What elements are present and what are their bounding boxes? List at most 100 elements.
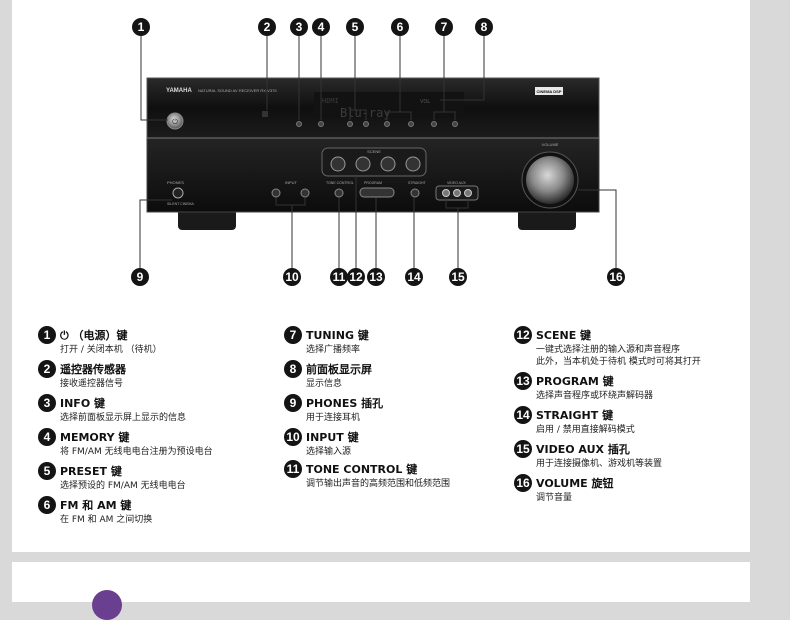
legend-title: TONE CONTROL 键 — [306, 463, 418, 476]
callout-10: 10 — [283, 268, 301, 286]
legend-num: 15 — [514, 440, 532, 458]
callout-6: 6 — [391, 18, 409, 36]
legend-num: 8 — [284, 360, 302, 378]
callout-8: 8 — [475, 18, 493, 36]
scene-button-2 — [355, 156, 371, 172]
legend-item-9: 9 PHONES 插孔 用于连接耳机 — [284, 394, 524, 424]
legend-item-3: 3 INFO 键 选择前面板显示屏上显示的信息 — [38, 394, 278, 424]
legend-desc: 选择预设的 FM/AM 无线电电台 — [60, 481, 186, 491]
cinema-badge — [535, 87, 563, 95]
legend-desc: 接收遥控器信号 — [60, 379, 124, 389]
legend-item-11: 11 TONE CONTROL 键 调节输出声音的高频范围和低频范围 — [284, 460, 524, 490]
legend-num: 1 — [38, 326, 56, 344]
legend-num: 6 — [38, 496, 56, 514]
legend-desc: 一键式选择注册的输入源和声音程序 — [536, 345, 681, 355]
display-main: Blu-ray — [340, 106, 391, 120]
legend-num: 12 — [514, 326, 532, 344]
model-text: NATURAL SOUND AV RECEIVER RX-V375 — [198, 88, 277, 93]
legend-desc: 用于连接耳机 — [306, 413, 361, 423]
brand-text: YAMAHA — [166, 88, 192, 94]
foot-left — [178, 208, 236, 230]
legend-title: VOLUME 旋钮 — [536, 477, 614, 490]
power-knob — [166, 112, 184, 130]
legend-title: PROGRAM 键 — [536, 375, 614, 388]
front-display — [314, 92, 464, 118]
legend-title: INFO 键 — [60, 397, 105, 410]
am-button — [408, 121, 414, 127]
legend-desc: 启用 / 禁用直接解码模式 — [536, 425, 635, 435]
receiver-illustration: ⏻ YAMAHA NATURAL SOUND AV RECEIVER RX-V3… — [139, 36, 617, 268]
legend-item-6: 6 FM 和 AM 键 在 FM 和 AM 之间切换 — [38, 496, 278, 526]
tuning-left-button — [431, 121, 437, 127]
fm-button — [384, 121, 390, 127]
legend-item-14: 14 STRAIGHT 键 启用 / 禁用直接解码模式 — [514, 406, 754, 436]
legend-item-8: 8 前面板显示屏 显示信息 — [284, 360, 524, 390]
legend-title: FM 和 AM 键 — [60, 499, 132, 512]
legend-item-1: 1 ⏻ （电源）键 打开 / 关闭本机 （待机） — [38, 326, 278, 356]
callout-12: 12 — [347, 268, 365, 286]
memory-button — [318, 121, 324, 127]
input-right-button — [300, 188, 310, 198]
video-aux-jack-3 — [464, 189, 472, 197]
legend-title: MEMORY 键 — [60, 431, 130, 444]
phones-sub: SILENT CINEMA — [167, 202, 194, 206]
legend-desc: 选择广播频率 — [306, 345, 361, 355]
foot-right — [518, 208, 576, 230]
legend-item-5: 5 PRESET 键 选择预设的 FM/AM 无线电电台 — [38, 462, 278, 492]
legend-num: 7 — [284, 326, 302, 344]
legend-desc: 打开 / 关闭本机 （待机） — [60, 345, 162, 355]
legend-desc: 用于连接摄像机、游戏机等装置 — [536, 459, 663, 469]
legend-item-10: 10 INPUT 键 选择输入源 — [284, 428, 524, 458]
tone-button — [334, 188, 344, 198]
display-top: HDMI — [322, 97, 339, 105]
legend-item-15: 15 VIDEO AUX 插孔 用于连接摄像机、游戏机等装置 — [514, 440, 754, 470]
legend-num: 10 — [284, 428, 302, 446]
svg-text:⏻: ⏻ — [172, 118, 178, 126]
program-label: PROGRAM — [364, 181, 382, 185]
program-button — [359, 187, 395, 198]
callout-4: 4 — [312, 18, 330, 36]
next-card — [12, 562, 750, 602]
volume-label: VOLUME — [542, 142, 559, 147]
legend-desc: 选择前面板显示屏上显示的信息 — [60, 413, 187, 423]
legend-num: 2 — [38, 360, 56, 378]
info-button — [296, 121, 302, 127]
legend-item-4: 4 MEMORY 键 将 FM/AM 无线电电台注册为预设电台 — [38, 428, 278, 458]
remote-sensor — [262, 111, 268, 117]
legend-item-7: 7 TUNING 键 选择广播频率 — [284, 326, 524, 356]
legend-desc: 选择声音程序或环绕声解码器 — [536, 391, 654, 401]
legend-num: 16 — [514, 474, 532, 492]
legend-desc: 调节音量 — [536, 493, 573, 503]
preset-left-button — [347, 121, 353, 127]
scene-button-1 — [330, 156, 346, 172]
legend-title: INPUT 键 — [306, 431, 359, 444]
video-aux-jack-2 — [453, 189, 461, 197]
scene-button-3 — [380, 156, 396, 172]
phones-jack — [172, 187, 184, 199]
legend-num: 5 — [38, 462, 56, 480]
callout-13: 13 — [367, 268, 385, 286]
legend-item-12: 12 SCENE 键 一键式选择注册的输入源和声音程序 此外，当本机处于待机 模… — [514, 326, 754, 370]
callout-16: 16 — [607, 268, 625, 286]
volume-knob — [526, 156, 574, 204]
cinema-badge-text: CINEMA DSP — [537, 89, 562, 94]
legend-num: 14 — [514, 406, 532, 424]
legend-item-2: 2 遥控器传感器 接收遥控器信号 — [38, 360, 278, 390]
video-aux-jack-1 — [442, 189, 450, 197]
legend-num: 9 — [284, 394, 302, 412]
callout-1: 1 — [132, 18, 150, 36]
legend-title: PHONES 插孔 — [306, 397, 384, 410]
legend-title: TUNING 键 — [306, 329, 369, 342]
legend-desc: 将 FM/AM 无线电电台注册为预设电台 — [60, 447, 213, 457]
display-side: VOL — [420, 99, 430, 105]
legend-title: STRAIGHT 键 — [536, 409, 614, 422]
legend-desc: 选择输入源 — [306, 447, 352, 457]
preset-right-button — [363, 121, 369, 127]
callout-15: 15 — [449, 268, 467, 286]
legend-title: 前面板显示屏 — [306, 363, 372, 376]
callout-3: 3 — [290, 18, 308, 36]
input-left-button — [271, 188, 281, 198]
top-buttons — [296, 121, 458, 127]
legend-title: SCENE 键 — [536, 329, 592, 342]
callout-5: 5 — [346, 18, 364, 36]
